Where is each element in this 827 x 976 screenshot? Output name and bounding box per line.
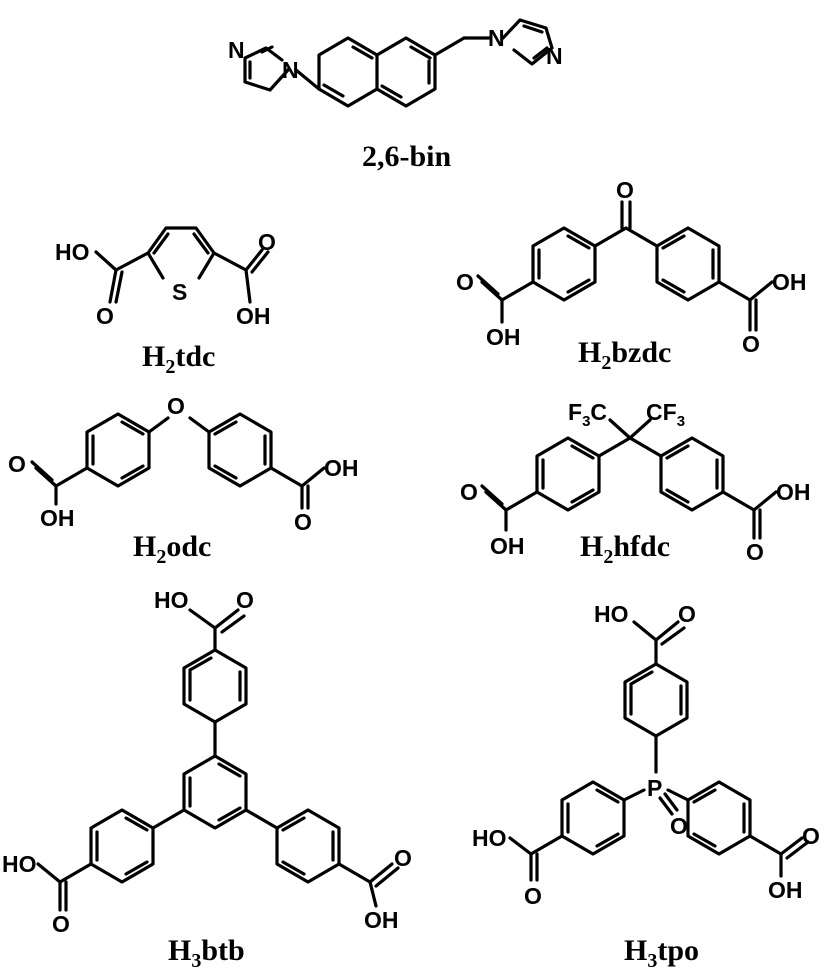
compound-label-h2tdc: H2tdc: [142, 340, 215, 378]
atom-n: N: [228, 37, 245, 63]
atom-n: N: [282, 57, 299, 83]
atom-oh: OH: [324, 455, 359, 481]
structure-h3btb: HO O HO O O OH H3btb: [2, 587, 412, 972]
atom-o: O: [742, 331, 760, 357]
atom-o: O: [236, 587, 254, 613]
structure-h2bzdc: O O OH OH O H2bzdc: [456, 177, 807, 374]
atom-n: N: [546, 43, 563, 69]
structure-h2hfdc: F3C CF3 O OH OH O H2hfdc: [460, 399, 811, 568]
atom-o: O: [524, 883, 542, 909]
compound-label-h3btb: H3btb: [168, 934, 245, 972]
atom-oh: OH: [364, 907, 399, 933]
compound-label-2-6-bin: 2,6-bin: [362, 140, 452, 173]
compound-label-h2hfdc: H2hfdc: [580, 530, 670, 568]
atom-s: S: [172, 279, 187, 305]
atom-oh: OH: [776, 479, 811, 505]
atom-oh: OH: [40, 505, 75, 531]
structure-2-6-bin: N N N N 2,6-bin: [228, 18, 563, 173]
atom-oh: OH: [490, 533, 525, 559]
compound-label-h2bzdc: H2bzdc: [578, 336, 671, 374]
atom-o: O: [294, 509, 312, 535]
atom-o: O: [167, 393, 185, 419]
atom-o: O: [616, 177, 634, 203]
atom-ho: HO: [154, 587, 189, 613]
atom-ho: HO: [472, 825, 507, 851]
atom-o: O: [96, 303, 114, 329]
atom-cf3-right: CF3: [646, 399, 685, 430]
structure-h2odc: O O OH OH O H2odc: [8, 393, 359, 568]
atom-o: O: [258, 229, 276, 255]
atom-oh: OH: [772, 269, 807, 295]
atom-o: O: [678, 601, 696, 627]
atom-o: O: [670, 813, 688, 839]
atom-o: O: [460, 479, 478, 505]
atom-o: O: [802, 823, 820, 849]
atom-o: O: [456, 269, 474, 295]
atom-oh: OH: [486, 324, 521, 350]
atom-o: O: [52, 911, 70, 937]
atom-ho: HO: [594, 601, 629, 627]
atom-p: P: [647, 775, 662, 801]
atom-n: N: [488, 25, 505, 51]
atom-ho: HO: [2, 851, 37, 877]
atom-ho: HO: [55, 239, 90, 265]
structure-h3tpo: HO O P O HO O O OH H3tpo: [472, 601, 820, 972]
atom-cf3-left: F3C: [568, 399, 607, 430]
atom-oh: OH: [236, 303, 271, 329]
atom-o: O: [8, 451, 26, 477]
atom-o: O: [394, 845, 412, 871]
compound-label-h3tpo: H3tpo: [624, 934, 699, 972]
atom-o: O: [746, 539, 764, 565]
structure-h2tdc: S HO O O OH H2tdc: [55, 226, 276, 378]
compound-label-h2odc: H2odc: [133, 530, 211, 568]
atom-oh: OH: [768, 877, 803, 903]
